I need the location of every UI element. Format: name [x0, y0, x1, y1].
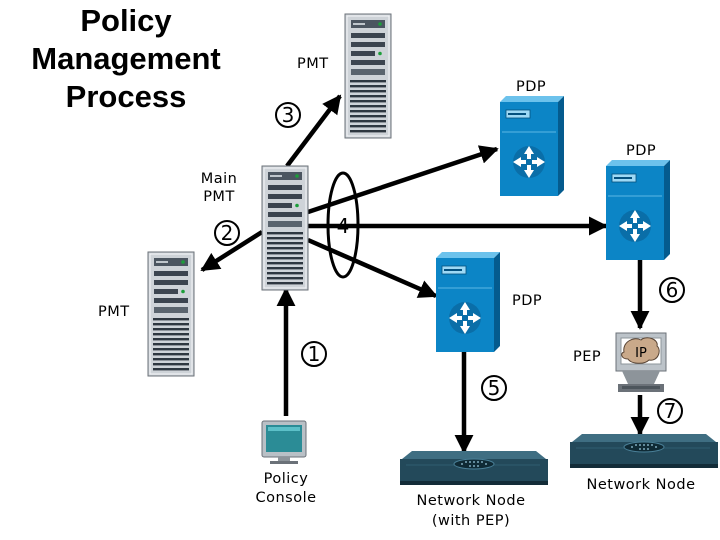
step-1-number: 1 [308, 342, 321, 366]
pep-ip-label: IP [635, 346, 647, 361]
pmt-server-top-icon [344, 13, 392, 139]
step-3-number: 3 [282, 103, 295, 127]
diagram-title-line-2: Management [31, 41, 220, 76]
step-4-marker: 4 [337, 214, 350, 238]
step-5-number: 5 [488, 376, 501, 400]
step-7-number: 7 [664, 399, 677, 423]
network-node-pep-label-line-1: Network Node [417, 493, 526, 509]
step-6-marker: 6 [659, 277, 685, 303]
step-5-marker: 5 [481, 375, 507, 401]
policy-console-icon [261, 420, 307, 464]
arrow-step-2 [200, 230, 264, 272]
pmt-top-label: PMT [297, 56, 329, 72]
pdp-middle-label: PDP [512, 293, 542, 309]
pmt-server-left-icon [147, 251, 195, 377]
step-2-marker: 2 [214, 220, 240, 246]
main-pmt-label-line-2: PMT [203, 189, 235, 205]
arrow-step-3 [285, 94, 342, 168]
pdp-right-icon [605, 159, 671, 261]
arrow-to-pdp-middle [307, 237, 438, 299]
pdp-top-label: PDP [516, 79, 546, 95]
diagram-title-line-3: Process [66, 79, 187, 114]
network-node-pep-label-line-2: (with PEP) [432, 513, 510, 529]
step-7-marker: 7 [657, 398, 683, 424]
distribution-ellipse [326, 171, 360, 279]
policy-console-label-line-2: Console [255, 490, 316, 506]
policy-console-label-line-1: Policy [264, 471, 309, 487]
arrow-to-pdp-top [307, 145, 499, 215]
step-1-marker: 1 [301, 341, 327, 367]
pep-label: PEP [573, 349, 601, 365]
network-node-label: Network Node [587, 477, 696, 493]
pmt-left-label: PMT [98, 304, 130, 320]
step-2-number: 2 [221, 221, 234, 245]
step-6-number: 6 [666, 278, 679, 302]
network-node-pep-icon [399, 450, 549, 486]
diagram-title-line-1: Policy [80, 3, 172, 38]
pdp-top-icon [499, 95, 565, 197]
step-3-marker: 3 [275, 102, 301, 128]
pep-terminal-icon [615, 332, 667, 392]
main-pmt-server-icon [261, 165, 309, 291]
main-pmt-label-line-1: Main [201, 171, 238, 187]
network-node-icon [569, 433, 719, 469]
pdp-right-label: PDP [626, 143, 656, 159]
step-4-number: 4 [337, 214, 350, 238]
pdp-middle-icon [435, 251, 501, 353]
